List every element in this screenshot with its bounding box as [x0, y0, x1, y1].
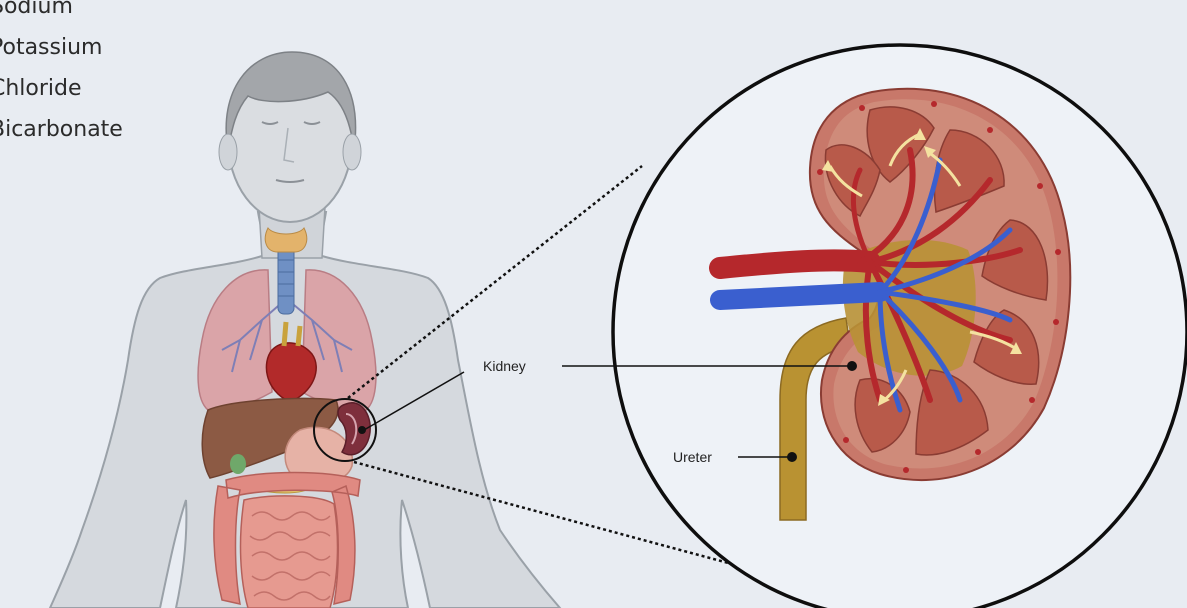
ureter-pointer-dot [787, 452, 797, 462]
small-intestine [241, 496, 338, 608]
ureter-label: Ureter [673, 449, 712, 465]
human-figure-icon [50, 52, 560, 608]
small-kidney-pointer-dot [358, 426, 366, 434]
kidney-label: Kidney [483, 358, 526, 374]
kidney-pointer-dot [847, 361, 857, 371]
